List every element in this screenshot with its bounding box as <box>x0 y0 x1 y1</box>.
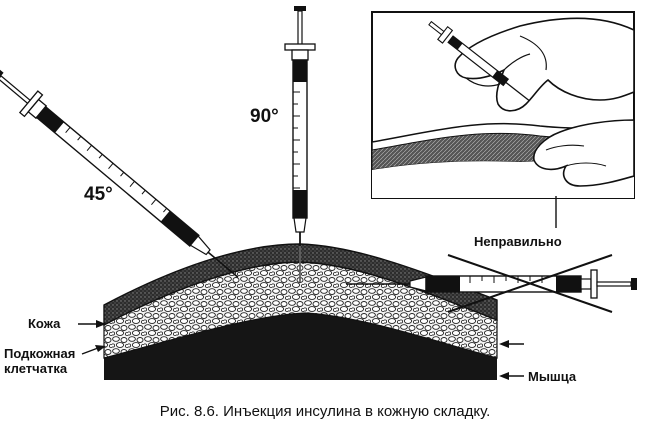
subcutaneous-label-line2: клетчатка <box>4 361 68 376</box>
syringe-90-degrees <box>284 6 316 282</box>
syringe-45-degrees <box>0 68 239 278</box>
figure-caption: Рис. 8.6. Инъекция инсулина в кожную скл… <box>159 403 491 420</box>
tissue-cross-section <box>103 243 498 380</box>
subcutaneous-label-line1: Подкожная <box>4 346 75 361</box>
inset-skin-pinch-illustration <box>371 11 635 199</box>
angle-45-label: 45° <box>84 184 113 205</box>
wrong-cross-mark <box>447 254 613 313</box>
wrong-label: Неправильно <box>474 234 562 249</box>
hand-icon <box>533 119 634 187</box>
skin-layer <box>103 243 498 327</box>
muscle-layer <box>104 313 497 380</box>
label-pointers <box>78 196 557 380</box>
skin-label: Кожа <box>28 316 61 331</box>
angle-90-label: 90° <box>250 106 279 127</box>
muscle-label: Мышца <box>528 369 577 384</box>
